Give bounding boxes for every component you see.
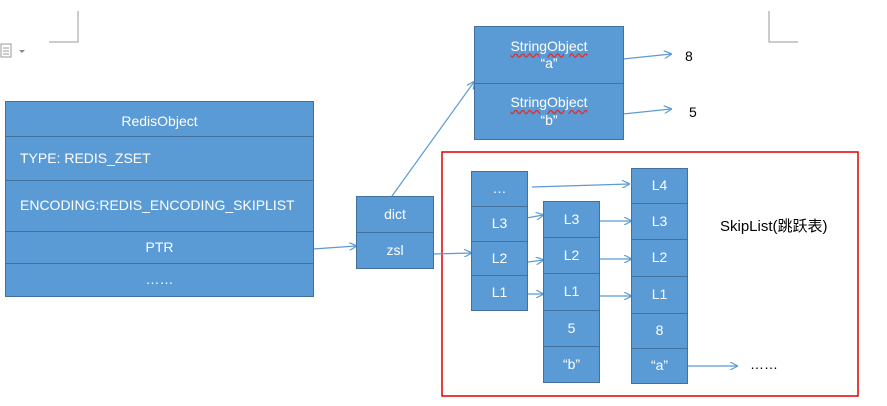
skiplist-col2-l1: L1 [543,273,600,311]
score-a-value: 8 [685,48,693,64]
string-object-a-name: StringObject [510,37,588,54]
skiplist-col2-score: 5 [543,310,600,347]
string-object-a-value: “a” [540,55,558,71]
skiplist-col1-l2: L2 [471,241,528,276]
zset-zsl-cell: zsl [356,232,434,269]
redisobject-more-row: …… [5,263,314,297]
skiplist-col3-l1: L1 [631,276,688,314]
arrow-dots-to-l4 [531,184,629,187]
arrow-a-to-score [622,54,671,60]
skiplist-col1-l3: L3 [471,206,528,242]
string-object-b: StringObject “b” [474,83,624,140]
skiplist-label: SkipList(跳跃表) [720,218,828,235]
skiplist-col1-l1: L1 [471,275,528,311]
skiplist-col2-member: “b” [543,346,600,383]
redisobject-ptr-row: PTR [5,231,314,264]
document-icon [0,43,25,58]
string-object-b-name: StringObject [510,94,588,110]
redisobject-title: RedisObject [5,101,314,137]
string-object-a: StringObject “a” [474,26,624,84]
zset-dict-cell: dict [356,196,434,233]
skiplist-col2-l3: L3 [543,201,600,238]
skiplist-frame [441,151,859,397]
skiplist-col3-l4: L4 [631,168,688,204]
score-b-value: 5 [689,104,697,120]
redisobject-type-row: TYPE: REDIS_ZSET [5,136,314,181]
skiplist-col1-top: … [471,171,528,207]
arrow-ptr-to-zset [312,246,356,249]
page-corner-mark-right [768,11,798,43]
skiplist-col2-l2: L2 [543,237,600,274]
skiplist-tail-ellipsis: …… [750,356,778,372]
arrow-b-to-score [622,109,671,115]
arrow-dict-to-strings [391,82,474,197]
redisobject-encoding-row: ENCODING:REDIS_ENCODING_SKIPLIST [5,180,314,232]
skiplist-col3-l2: L2 [631,239,688,277]
skiplist-col3-score: 8 [631,313,688,349]
skiplist-col3-l3: L3 [631,203,688,240]
skiplist-col3-member: “a” [631,348,688,384]
arrow-zsl-to-skiplist [433,253,471,254]
page-corner-mark-left [49,11,79,43]
string-object-b-value: “b” [540,111,558,128]
